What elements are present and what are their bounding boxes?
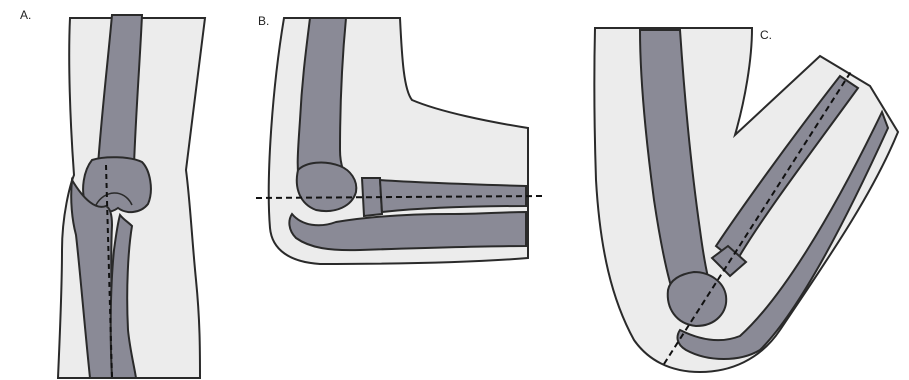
- panel-c-figure: [594, 28, 898, 372]
- panel-a-label: A.: [20, 8, 31, 22]
- panel-c-label: C.: [760, 28, 772, 42]
- panel-b-label: B.: [258, 14, 269, 28]
- panel-a-figure: [58, 15, 205, 378]
- panel-c-humerus-condyle: [668, 272, 726, 326]
- panel-b-humerus-condyle: [297, 163, 357, 212]
- panel-b-figure: [256, 18, 544, 264]
